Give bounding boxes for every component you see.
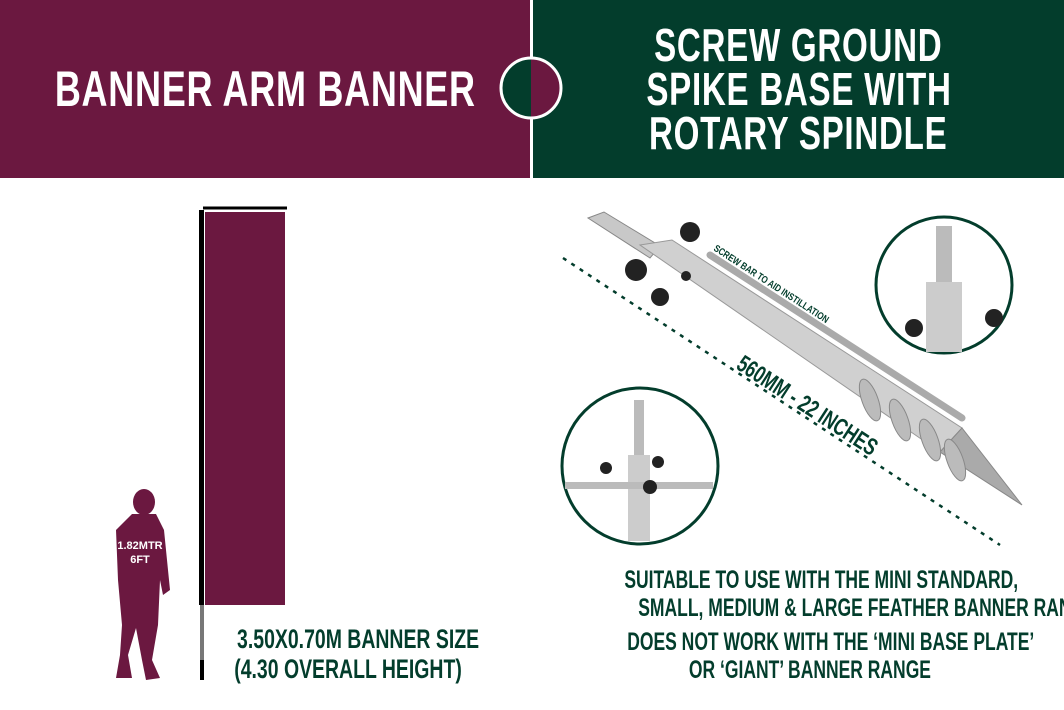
- feather-banner-icon: [199, 206, 287, 680]
- spike-title-line-1: SCREW GROUND: [654, 19, 943, 71]
- banner-title: BANNER ARM BANNER: [54, 61, 476, 117]
- spike-title-line-3: ROTARY SPINDLE: [649, 107, 948, 159]
- person-silhouette-icon: [116, 489, 170, 680]
- overall-height-line: (4.30 OVERALL HEIGHT): [234, 654, 462, 684]
- detail-spike-bar-image: [560, 386, 720, 546]
- note-line-1: SUITABLE TO USE WITH THE MINI STANDARD,: [624, 566, 1019, 594]
- header-right-panel: SCREW GROUND SPIKE BASE WITH ROTARY SPIN…: [533, 0, 1064, 178]
- note-line-3: DOES NOT WORK WITH THE ‘MINI BASE PLATE’: [627, 628, 1035, 656]
- ground-spike-icon: [586, 211, 1023, 506]
- note-line-4: OR ‘GIANT’ BANNER RANGE: [688, 656, 932, 684]
- person-height-ft-label: 6FT: [130, 554, 150, 566]
- spike-title-line-2: SPIKE BASE WITH: [645, 63, 952, 115]
- banner-size-line: 3.50X0.70M BANNER SIZE: [237, 624, 480, 654]
- compatibility-notes: SUITABLE TO USE WITH THE MINI STANDARD, …: [540, 566, 1064, 684]
- divider-circle-icon: [499, 56, 563, 120]
- header-left-panel: BANNER ARM BANNER: [0, 0, 530, 178]
- person-height-label: 1.82MTR: [117, 540, 162, 552]
- banner-size-caption: 3.50X0.70M BANNER SIZE (4.30 OVERALL HEI…: [190, 624, 490, 684]
- note-line-2: SMALL, MEDIUM & LARGE FEATHER BANNER RAN…: [638, 594, 1064, 622]
- length-dimension-line: [562, 256, 1001, 547]
- detail-top-spindle-image: [874, 215, 1014, 355]
